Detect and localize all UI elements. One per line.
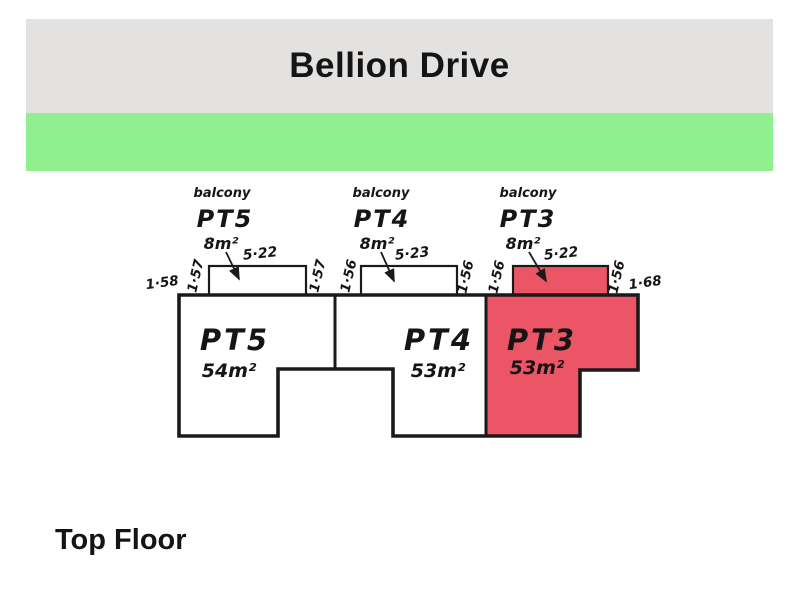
pt5-unit-name: PT5: [200, 323, 270, 357]
pt4-balcony-arrow: [380, 251, 395, 283]
floor-plan-outline: [177, 293, 640, 438]
header-band: Bellion Drive: [26, 19, 773, 113]
pt3-balcony-name: PT3: [500, 205, 557, 233]
pt4-balcony-shape: [359, 264, 459, 297]
pt5-balcony-arrow: [225, 251, 240, 281]
pt4-balcony-width-dim: 5·23: [394, 244, 430, 264]
pt5-balcony-label: balcony: [194, 186, 251, 201]
floor-name-label: Top Floor: [55, 524, 187, 556]
pt3-unit-area: 53m²: [510, 357, 565, 379]
pt3-balcony-width-dim: 5·22: [543, 244, 579, 264]
pt4-balcony-area: 8m²: [360, 234, 395, 253]
pt5-balcony-name: PT5: [197, 205, 254, 233]
pt4-unit-area: 53m²: [411, 360, 466, 382]
pt4-dim-right: 1·56: [454, 259, 477, 295]
pt3-dim-outer-right: 1·68: [628, 273, 663, 293]
green-accent-band: [26, 113, 773, 171]
pt3-dim-right: 1·56: [605, 259, 628, 295]
pt3-dim-left: 1·56: [485, 259, 508, 295]
pt4-balcony-name: PT4: [354, 205, 411, 233]
pt3-balcony-shape: [511, 264, 610, 297]
pt3-balcony-arrow: [528, 251, 547, 283]
page-title: Bellion Drive: [289, 46, 510, 85]
pt5-dim-right: 1·57: [306, 257, 329, 294]
pt3-unit-name: PT3: [507, 323, 577, 357]
pt5-dim-left: 1·57: [184, 257, 207, 294]
pt5-balcony-shape: [207, 264, 308, 297]
pt5-balcony-width-dim: 5·22: [242, 244, 278, 264]
pt5-balcony-area: 8m²: [204, 234, 239, 253]
pt5-dim-outer-left: 1·58: [145, 273, 180, 293]
pt5-unit-area: 54m²: [202, 360, 257, 382]
pt3-balcony-area: 8m²: [506, 234, 541, 253]
pt4-unit-name: PT4: [404, 323, 474, 357]
pt3-highlight-fill: [486, 295, 638, 436]
pt4-dim-left: 1·56: [337, 258, 360, 294]
pt3-balcony-label: balcony: [500, 186, 557, 201]
pt4-balcony-label: balcony: [353, 186, 410, 201]
